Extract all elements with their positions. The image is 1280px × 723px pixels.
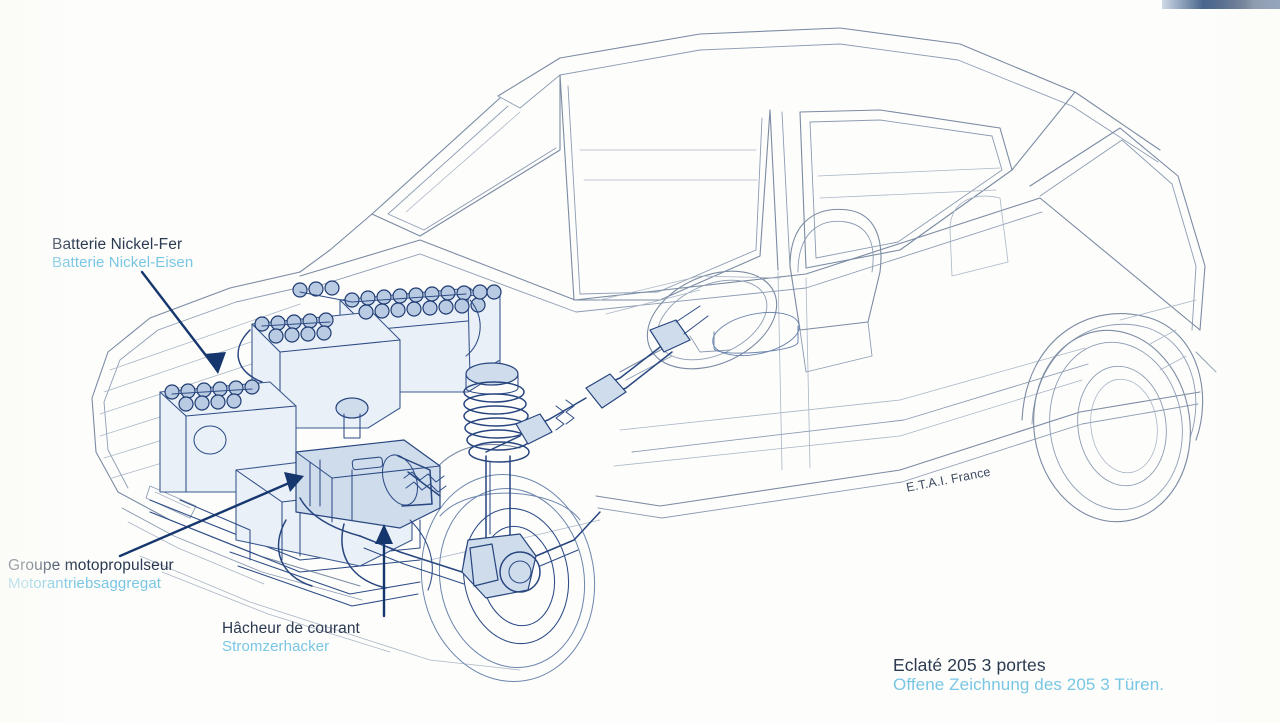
callout-powertrain: Groupe motopropulseur Motorantriebsaggre… xyxy=(8,557,174,592)
steering-boot xyxy=(555,399,575,431)
callout-powertrain-fr: Groupe motopropulseur xyxy=(8,557,174,574)
steering-column xyxy=(485,305,800,453)
callout-chopper-de: Stromzerhacker xyxy=(222,637,330,655)
callout-chopper: Hâcheur de courant Stromzerhacker xyxy=(222,620,360,655)
figure-caption: Eclaté 205 3 portes Offene Zeichnung des… xyxy=(893,655,1164,695)
callout-powertrain-de: Motorantriebsaggregat xyxy=(8,574,162,592)
callout-battery-de: Batterie Nickel-Eisen xyxy=(52,253,194,271)
rear-wheel xyxy=(1033,329,1191,523)
caption-de: Offene Zeichnung des 205 3 Türen. xyxy=(893,675,1165,695)
callout-battery: Batterie Nickel-Fer Batterie Nickel-Eise… xyxy=(52,236,193,271)
scan-artifact-band xyxy=(1162,0,1280,9)
current-chopper xyxy=(295,439,441,529)
callout-battery-fr: Batterie Nickel-Fer xyxy=(52,236,183,253)
caption-fr: Eclaté 205 3 portes xyxy=(893,655,1046,675)
callout-chopper-fr: Hâcheur de courant xyxy=(222,620,360,637)
